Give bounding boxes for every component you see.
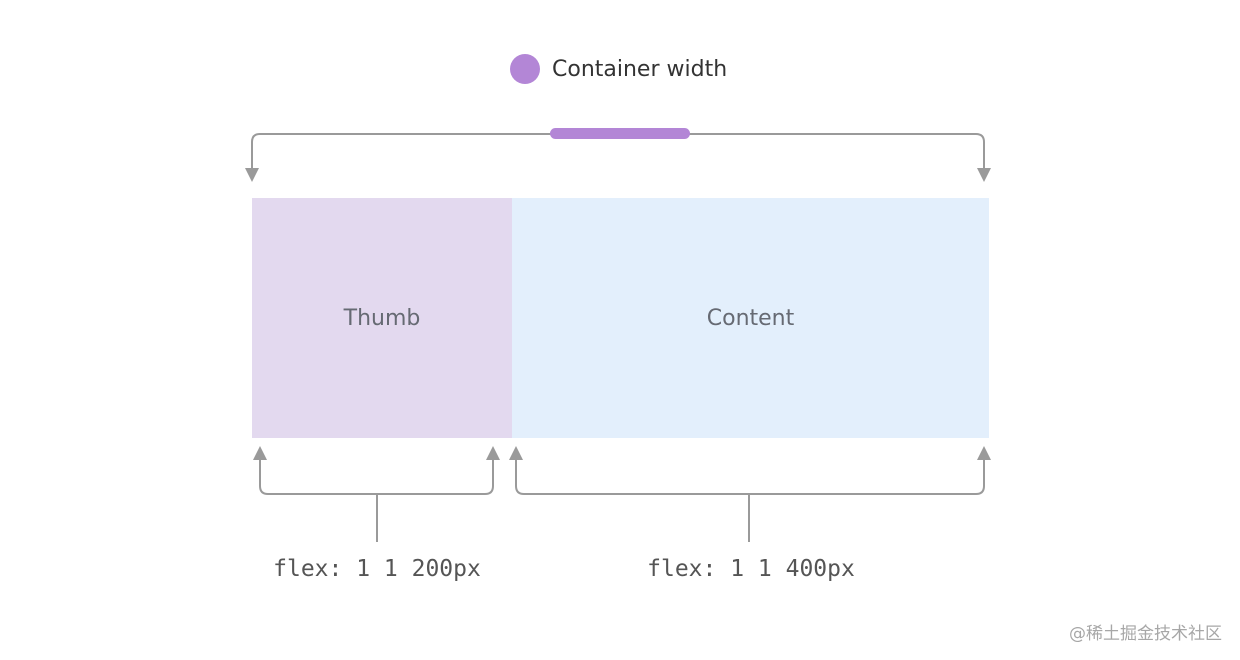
content-left-arrow-icon [509, 446, 523, 460]
legend-label: Container width [552, 56, 728, 82]
content-label: Content [706, 305, 795, 331]
content-right-arrow-icon [977, 446, 991, 460]
thumb-left-arrow-icon [253, 446, 267, 460]
container-right-arrow-icon [977, 168, 991, 182]
watermark: @稀土掘金技术社区 [1069, 624, 1222, 644]
container-width-bracket [251, 133, 985, 168]
thumb-box: Thumb [252, 198, 512, 438]
thumb-label: Thumb [343, 305, 421, 331]
content-box: Content [512, 198, 989, 438]
content-flex-label: flex: 1 1 400px [647, 556, 855, 582]
content-bracket [515, 460, 985, 495]
container-left-arrow-icon [245, 168, 259, 182]
legend: Container width [510, 53, 727, 85]
legend-dot [510, 54, 540, 84]
thumb-right-arrow-icon [486, 446, 500, 460]
thumb-flex-label: flex: 1 1 200px [273, 556, 481, 582]
container-width-marker [550, 128, 690, 139]
thumb-bracket [259, 460, 494, 495]
